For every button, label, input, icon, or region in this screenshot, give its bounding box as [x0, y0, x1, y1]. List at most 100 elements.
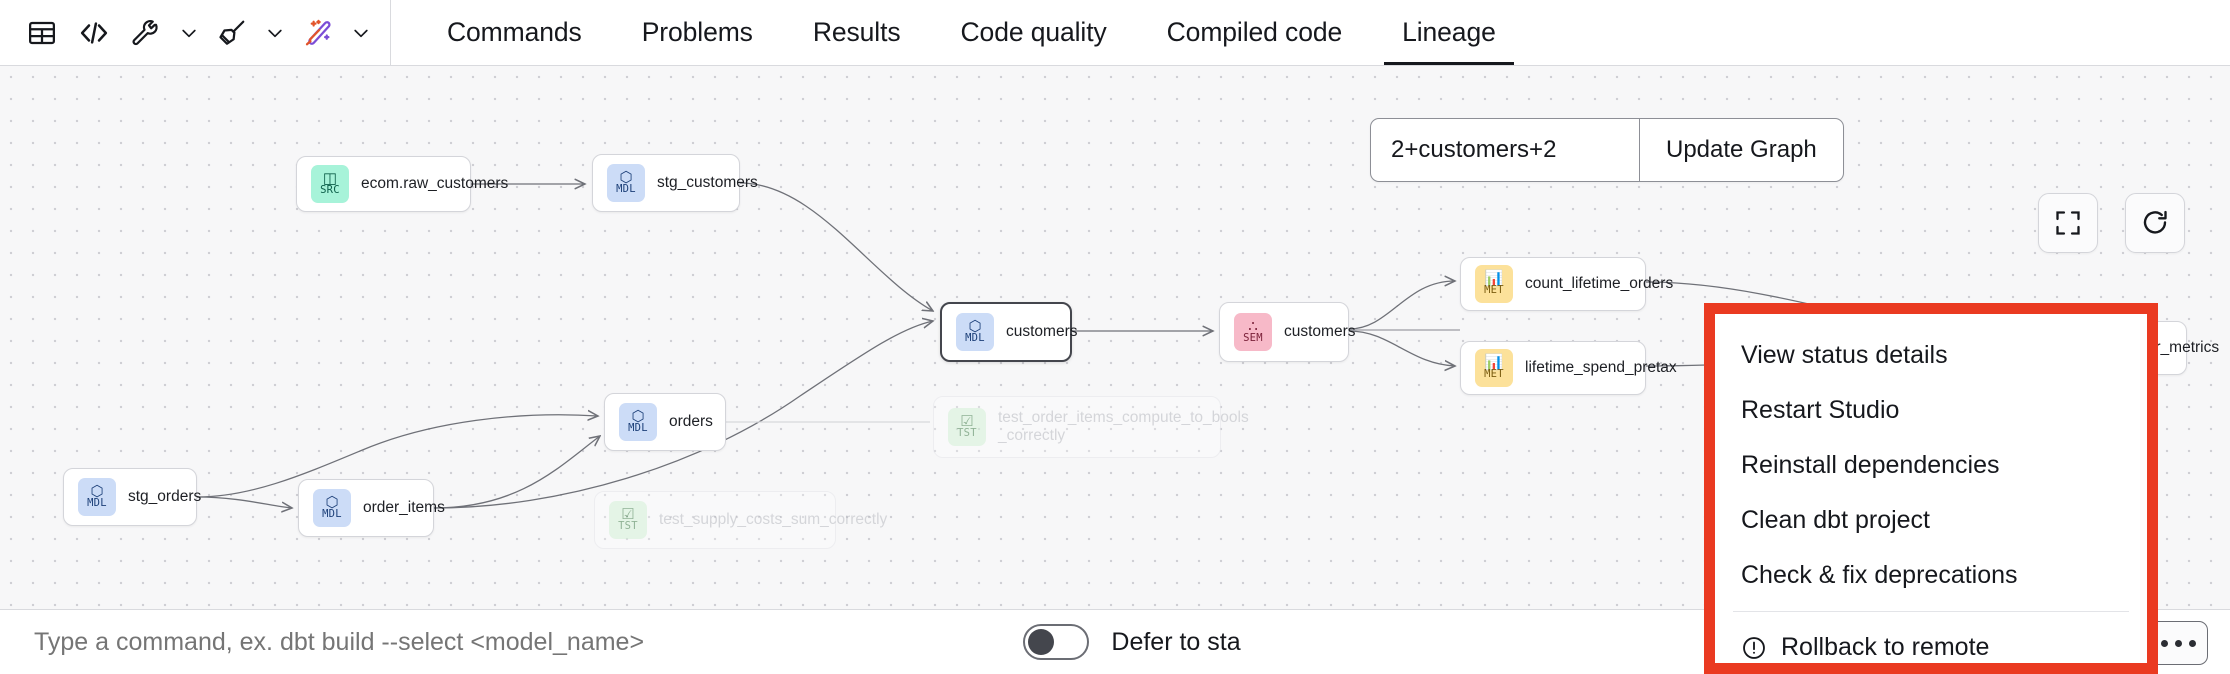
- top-toolbar: Commands Problems Results Code quality C…: [0, 0, 2230, 66]
- database-icon: ◫: [322, 170, 338, 187]
- toggle-knob: [1028, 629, 1055, 655]
- badge-text: MET: [1484, 368, 1504, 380]
- tab-label: Code quality: [960, 17, 1107, 47]
- badge-text: MDL: [628, 422, 648, 434]
- badge-text: MDL: [616, 183, 636, 195]
- met-badge-icon: 📊 MET: [1475, 265, 1513, 303]
- defer-toggle[interactable]: [1023, 624, 1090, 660]
- wrench-icon[interactable]: [120, 7, 172, 59]
- code-view-icon[interactable]: [68, 7, 120, 59]
- lineage-node-ecom-raw-customers[interactable]: ◫ SRC ecom.raw_customers: [296, 156, 508, 212]
- command-input[interactable]: [34, 627, 1024, 657]
- mdl-badge-icon: ⬡ MDL: [956, 313, 994, 351]
- lineage-node-customers-semantic[interactable]: ∴ SEM customers: [1219, 302, 1356, 362]
- node-label: customers: [1284, 323, 1356, 340]
- tab-label: Commands: [447, 17, 582, 47]
- update-graph-button[interactable]: Update Graph: [1639, 119, 1843, 181]
- menu-item-label: View status details: [1741, 341, 1948, 369]
- tab-label: Compiled code: [1166, 17, 1343, 47]
- menu-item-rollback-to-remote[interactable]: Rollback to remote: [1715, 620, 2147, 663]
- menu-item-check-fix-deprecations[interactable]: Check & fix deprecations: [1715, 548, 2147, 603]
- cube-icon: ⬡: [90, 483, 104, 500]
- tab-results[interactable]: Results: [783, 0, 931, 65]
- graph-selector-control: Update Graph: [1370, 118, 1844, 182]
- menu-item-label: Check & fix deprecations: [1741, 561, 2018, 589]
- node-label: lifetime_spend_pretax: [1525, 359, 1677, 376]
- tab-code-quality[interactable]: Code quality: [931, 0, 1137, 65]
- broom-icon[interactable]: [206, 7, 258, 59]
- graph-nodes-icon: ∴: [1248, 318, 1258, 335]
- table-view-icon[interactable]: [16, 7, 68, 59]
- tab-label: Problems: [641, 17, 753, 47]
- node-label: ecom.raw_customers: [361, 175, 509, 192]
- node-label: test_order_items_compute_to_bools _corre…: [998, 409, 1249, 444]
- node-label: stg_customers: [657, 174, 758, 191]
- refresh-icon[interactable]: [2125, 193, 2185, 253]
- context-menu-list: View status details Restart Studio Reins…: [1715, 314, 2147, 663]
- badge-text: MDL: [322, 508, 342, 520]
- clipboard-check-icon: ☑: [960, 413, 974, 430]
- tool-button-group: [0, 0, 391, 65]
- cube-icon: ⬡: [325, 494, 339, 511]
- fullscreen-icon[interactable]: [2038, 193, 2098, 253]
- clipboard-check-icon: ☑: [621, 506, 635, 523]
- badge-text: SEM: [1243, 332, 1263, 344]
- lineage-node-stg-orders[interactable]: ⬡ MDL stg_orders: [63, 468, 201, 526]
- mdl-badge-icon: ⬡ MDL: [78, 478, 116, 516]
- update-graph-label: Update Graph: [1666, 136, 1817, 163]
- chevron-down-icon-wrench[interactable]: [172, 7, 206, 59]
- tab-problems[interactable]: Problems: [612, 0, 783, 65]
- lineage-node-test-supply-costs[interactable]: ☑ TST test_supply_costs_sum_correctly: [594, 491, 887, 549]
- cube-icon: ⬡: [968, 318, 982, 335]
- menu-separator: [1733, 611, 2129, 612]
- tab-bar: Commands Problems Results Code quality C…: [391, 0, 1526, 65]
- node-label: test_supply_costs_sum_correctly: [659, 511, 888, 528]
- defer-label: Defer to sta: [1111, 627, 1241, 656]
- sem-badge-icon: ∴ SEM: [1234, 313, 1272, 351]
- menu-item-label: Rollback to remote: [1781, 633, 1990, 661]
- lineage-node-lifetime-spend-pretax[interactable]: 📊 MET lifetime_spend_pretax: [1460, 341, 1677, 395]
- lineage-node-count-lifetime-orders[interactable]: 📊 MET count_lifetime_orders: [1460, 257, 1673, 311]
- badge-text: MDL: [965, 332, 985, 344]
- badge-text: MET: [1484, 284, 1504, 296]
- badge-text: SRC: [320, 184, 340, 196]
- graph-selector-input[interactable]: [1371, 119, 1639, 181]
- tab-commands[interactable]: Commands: [417, 0, 612, 65]
- chevron-down-icon-broom[interactable]: [258, 7, 292, 59]
- bar-chart-icon: 📊: [1484, 354, 1504, 371]
- tab-compiled-code[interactable]: Compiled code: [1137, 0, 1372, 65]
- magic-wand-icon[interactable]: [292, 7, 344, 59]
- tst-badge-icon: ☑ TST: [948, 408, 986, 446]
- tab-label: Results: [812, 17, 901, 47]
- menu-item-label: Reinstall dependencies: [1741, 451, 2000, 479]
- menu-item-reinstall-dependencies[interactable]: Reinstall dependencies: [1715, 438, 2147, 493]
- menu-item-view-status-details[interactable]: View status details: [1715, 328, 2147, 383]
- tab-label: Lineage: [1402, 17, 1496, 47]
- cube-icon: ⬡: [631, 408, 645, 425]
- lineage-node-order-items[interactable]: ⬡ MDL order_items: [298, 479, 445, 537]
- badge-text: TST: [957, 427, 977, 439]
- node-label: order_items: [363, 499, 445, 516]
- mdl-badge-icon: ⬡ MDL: [313, 489, 351, 527]
- lineage-node-test-order-items[interactable]: ☑ TST test_order_items_compute_to_bools …: [933, 396, 1249, 458]
- lineage-node-orders[interactable]: ⬡ MDL orders: [604, 393, 726, 451]
- menu-item-restart-studio[interactable]: Restart Studio: [1715, 383, 2147, 438]
- lineage-node-stg-customers[interactable]: ⬡ MDL stg_customers: [592, 154, 758, 212]
- menu-item-clean-dbt-project[interactable]: Clean dbt project: [1715, 493, 2147, 548]
- src-badge-icon: ◫ SRC: [311, 165, 349, 203]
- tab-lineage[interactable]: Lineage: [1372, 0, 1526, 65]
- lineage-node-customers-model[interactable]: ⬡ MDL customers: [940, 302, 1078, 362]
- met-badge-icon: 📊 MET: [1475, 349, 1513, 387]
- ellipsis-icon[interactable]: [2148, 621, 2208, 665]
- menu-item-label: Restart Studio: [1741, 396, 1900, 424]
- node-label: orders: [669, 413, 713, 430]
- menu-item-label: Clean dbt project: [1741, 506, 1931, 534]
- node-label: stg_orders: [128, 488, 202, 505]
- node-label: count_lifetime_orders: [1525, 275, 1674, 292]
- chevron-down-icon-wand[interactable]: [344, 7, 378, 59]
- cube-icon: ⬡: [619, 169, 633, 186]
- mdl-badge-icon: ⬡ MDL: [619, 403, 657, 441]
- alert-circle-icon: [1741, 635, 1767, 661]
- badge-text: TST: [618, 520, 638, 532]
